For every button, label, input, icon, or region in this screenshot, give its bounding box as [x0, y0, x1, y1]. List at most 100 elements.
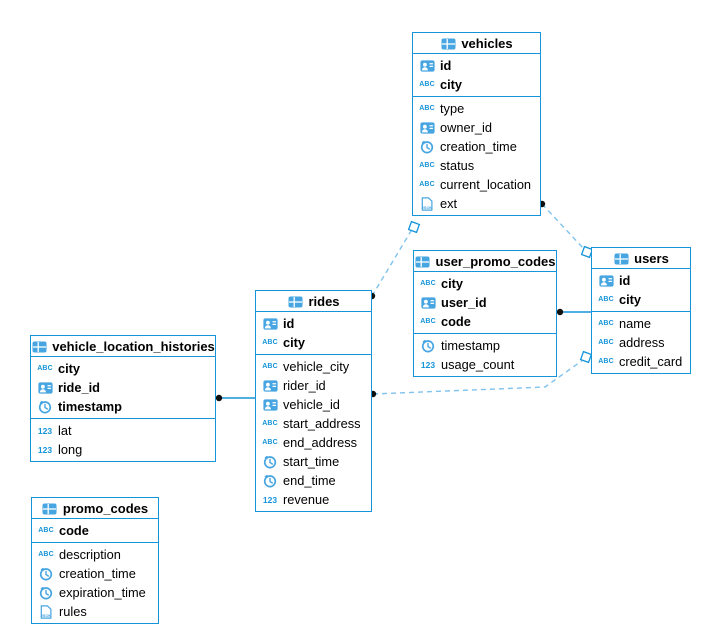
- table-title: vehicle_location_histories: [52, 339, 215, 354]
- table-header[interactable]: users: [592, 248, 690, 269]
- column-name: city: [58, 361, 81, 376]
- column-name: code: [441, 314, 471, 329]
- column-row[interactable]: rider_id: [256, 376, 371, 395]
- clock-icon: [420, 339, 436, 353]
- column-name: vehicle_city: [283, 359, 350, 374]
- table-header[interactable]: vehicles: [413, 33, 540, 54]
- column-row[interactable]: start_time: [256, 452, 371, 471]
- table-icon: [415, 256, 431, 268]
- column-row[interactable]: creation_time: [32, 564, 158, 583]
- table-header[interactable]: rides: [256, 291, 371, 312]
- table-header[interactable]: vehicle_location_histories: [31, 336, 215, 357]
- column-row[interactable]: creation_time: [413, 137, 540, 156]
- column-row[interactable]: ABC vehicle_city: [256, 357, 371, 376]
- column-name: timestamp: [58, 399, 123, 414]
- column-row[interactable]: expiration_time: [32, 583, 158, 602]
- column-name: status: [440, 158, 475, 173]
- clock-icon: [38, 567, 54, 581]
- id-card-icon: [262, 379, 278, 392]
- column-row[interactable]: timestamp: [414, 336, 556, 355]
- clock-icon: [262, 455, 278, 469]
- table-icon: [440, 38, 456, 50]
- column-row[interactable]: ride_id: [31, 378, 215, 397]
- abc-icon: ABC: [419, 181, 435, 188]
- abc-icon: ABC: [419, 162, 435, 169]
- column-row[interactable]: id: [592, 271, 690, 290]
- column-row[interactable]: ABC start_address: [256, 414, 371, 433]
- column-name: start_address: [283, 416, 361, 431]
- clock-icon: [38, 586, 54, 600]
- abc-icon: ABC: [262, 420, 278, 427]
- column-row[interactable]: ABC city: [414, 274, 556, 293]
- table-icon: [31, 341, 47, 353]
- abc-icon: ABC: [598, 339, 614, 346]
- json-icon: JSON: [419, 196, 435, 211]
- abc-icon: ABC: [38, 551, 54, 558]
- column-name: timestamp: [441, 338, 501, 353]
- relationship-edge-rides-vehicles[interactable]: [371, 230, 412, 297]
- table-header[interactable]: promo_codes: [32, 498, 158, 519]
- id-card-icon: [262, 398, 278, 411]
- column-row[interactable]: vehicle_id: [256, 395, 371, 414]
- column-row[interactable]: end_time: [256, 471, 371, 490]
- column-name: city: [619, 292, 642, 307]
- column-row[interactable]: owner_id: [413, 118, 540, 137]
- 123-icon: 123: [37, 425, 53, 436]
- column-row[interactable]: 123 revenue: [256, 490, 371, 509]
- 123-icon: 123: [37, 444, 53, 455]
- column-name: long: [58, 442, 83, 457]
- column-name: ride_id: [58, 380, 100, 395]
- column-row[interactable]: user_id: [414, 293, 556, 312]
- table-icon: [42, 503, 58, 515]
- column-name: lat: [58, 423, 72, 438]
- json-icon: JSON: [38, 604, 54, 619]
- abc-icon: ABC: [420, 280, 436, 287]
- clock-icon: [262, 474, 278, 488]
- 123-icon: 123: [262, 494, 278, 505]
- column-row[interactable]: 123 lat: [31, 421, 215, 440]
- relationship-edge-vehicles-users[interactable]: [541, 203, 585, 250]
- column-name: revenue: [283, 492, 330, 507]
- column-row[interactable]: id: [413, 56, 540, 75]
- column-row[interactable]: id: [256, 314, 371, 333]
- column-row[interactable]: ABC status: [413, 156, 540, 175]
- relationship-edge-rides-users[interactable]: [372, 359, 584, 395]
- column-name: rider_id: [283, 378, 326, 393]
- id-card-icon: [37, 381, 53, 394]
- table-header[interactable]: user_promo_codes: [414, 251, 556, 272]
- column-name: creation_time: [59, 566, 136, 581]
- column-row[interactable]: 123 long: [31, 440, 215, 459]
- column-name: city: [441, 276, 464, 291]
- id-card-icon: [598, 274, 614, 287]
- column-row[interactable]: timestamp: [31, 397, 215, 416]
- abc-icon: ABC: [262, 363, 278, 370]
